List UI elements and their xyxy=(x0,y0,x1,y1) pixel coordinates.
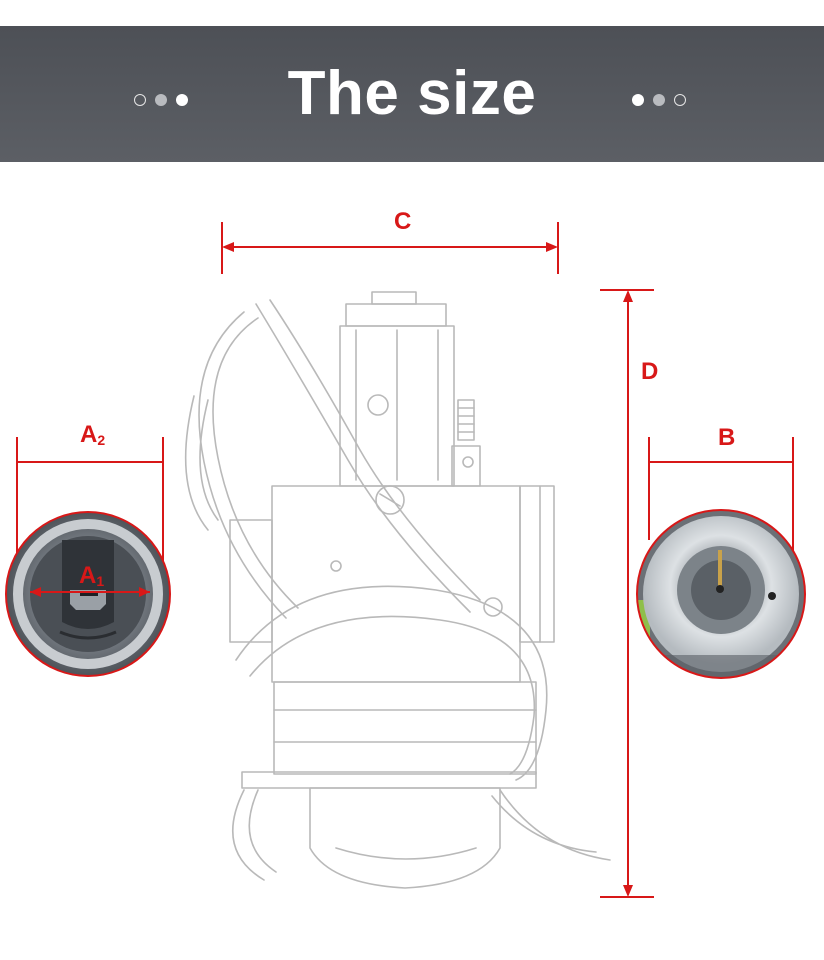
decorative-dots-right xyxy=(632,94,686,106)
dot-icon xyxy=(155,94,167,106)
page-title: The size xyxy=(287,59,537,128)
dot-icon xyxy=(176,94,188,106)
dimension-d-line xyxy=(600,289,654,898)
dot-icon xyxy=(632,94,644,106)
dimension-c-line xyxy=(221,222,559,274)
dimension-a1-sub: 1 xyxy=(96,573,105,589)
dimension-c-label: C xyxy=(394,208,412,235)
dimension-a2-sub: 2 xyxy=(97,432,106,448)
dimension-a2-label: A2 xyxy=(80,421,105,454)
dot-icon xyxy=(674,94,686,106)
dimension-a2-main: A xyxy=(80,421,98,448)
outlet-closeup-icon xyxy=(636,509,806,679)
header-banner: The size xyxy=(0,26,824,162)
carburetor-sketch-icon xyxy=(184,291,611,889)
decorative-dots-left xyxy=(134,94,188,106)
dimension-b-label: B xyxy=(718,424,736,451)
dot-icon xyxy=(134,94,146,106)
dimension-d-label: D xyxy=(641,358,659,385)
inlet-closeup-icon xyxy=(5,511,171,677)
dot-icon xyxy=(653,94,665,106)
dimension-a1-label: A1 xyxy=(79,562,104,595)
dimension-a1-main: A xyxy=(79,562,97,589)
